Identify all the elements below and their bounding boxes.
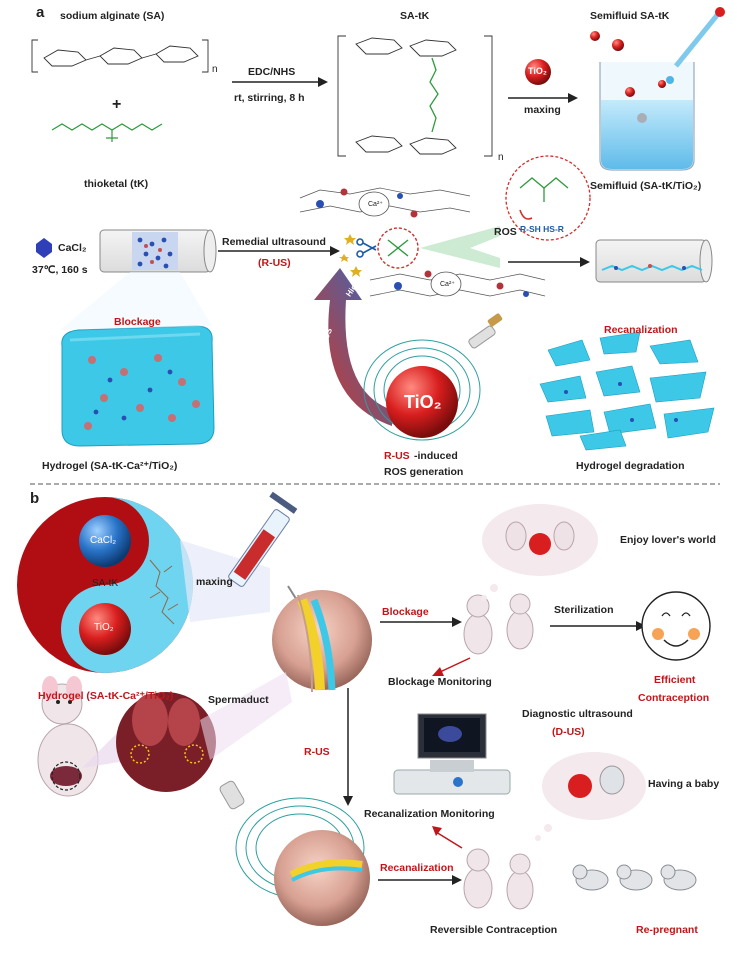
satk-label-b: SA-tK xyxy=(92,578,119,589)
maxing-label-a: maxing xyxy=(524,104,561,116)
sodium-alginate-title: sodium alginate (SA) xyxy=(60,10,165,22)
beaker-icon xyxy=(590,7,725,171)
sterilization-label: Sterilization xyxy=(554,604,614,616)
hydrogel-block xyxy=(61,325,215,447)
enjoy-lovers-label: Enjoy lover's world xyxy=(620,534,716,546)
plus-sign: + xyxy=(112,96,122,113)
hydrogel-label-a: Hydrogel (SA-tK-Ca²⁺/TiO₂) xyxy=(42,460,178,472)
reagents-label: EDC/NHS xyxy=(248,66,296,78)
thioketal-molecule xyxy=(51,123,163,142)
blocked-tube-icon xyxy=(99,229,217,273)
baby-mice-icons xyxy=(572,864,697,891)
tio2-sphere-label: TiO₂ xyxy=(404,392,442,412)
sodium-alginate-structure xyxy=(31,39,209,73)
satk-crosslink xyxy=(429,57,439,133)
semifluid-satk-label: Semifluid SA-tK xyxy=(590,10,670,22)
semifluid-tio2-label: Semifluid (SA-tK/TiO₂) xyxy=(590,180,702,192)
polymer-molecule-sketch xyxy=(149,559,179,625)
reversible-contraception-label: Reversible Contraception xyxy=(430,924,558,936)
spermaduct-sphere-top xyxy=(272,590,372,693)
recanalization-label-a: Recanalization xyxy=(604,324,678,336)
ros-generation-label: ROS generation xyxy=(384,466,464,478)
cacl2-label-b: CaCl₂ xyxy=(90,535,117,546)
efficient-label: Efficient xyxy=(654,674,696,686)
ros-spark-icons xyxy=(339,234,362,277)
rus-induced-suffix: -induced xyxy=(414,450,458,462)
maxing-label-b: maxing xyxy=(196,576,233,588)
cleavage-circle xyxy=(377,227,419,269)
spermaduct-sphere-bottom xyxy=(274,830,370,926)
scissors-icon xyxy=(356,238,377,258)
smiley-face-icon xyxy=(641,591,711,661)
rus-label-a: (R-US) xyxy=(258,257,291,269)
ca2-label-top: Ca²⁺ xyxy=(368,201,383,208)
panel-b-letter: b xyxy=(30,490,40,507)
ultrasound-machine-icon xyxy=(393,713,511,795)
sa-subscript: n xyxy=(212,64,218,75)
panel-a-letter: a xyxy=(36,4,45,21)
temp-time-label: 37℃, 160 s xyxy=(32,264,88,276)
ros-label: ROS xyxy=(494,226,517,238)
yin-yang-icon xyxy=(17,497,193,673)
cacl2-crystal-icon xyxy=(36,238,52,258)
rus-label-b: R-US xyxy=(304,746,330,758)
rus-induced-prefix: R-US xyxy=(384,450,410,462)
mice-pair-top-icon xyxy=(463,593,534,655)
cacl2-label-a: CaCl₂ xyxy=(58,242,87,254)
hydrogel-label-b: Hydrogel (SA-tK-Ca²⁺/TiO₂) xyxy=(38,690,174,702)
blockage-monitoring-label: Blockage Monitoring xyxy=(388,676,492,688)
baby-thought-cloud xyxy=(535,752,646,841)
tio2-bead-icon xyxy=(525,59,551,85)
repregnant-label: Re-pregnant xyxy=(636,924,698,936)
recanalization-monitoring-label: Recanalization Monitoring xyxy=(364,808,495,820)
ultrasound-probe-icon xyxy=(468,313,503,349)
rsh-label: R-SH HS-R xyxy=(520,224,564,234)
lovers-thought-cloud xyxy=(481,504,598,601)
contraception-label: Contraception xyxy=(638,692,710,704)
tio2-sphere xyxy=(386,366,458,438)
satk-structure xyxy=(337,35,493,157)
satk-title: SA-tK xyxy=(400,10,430,22)
recanalization-label-b: Recanalization xyxy=(380,862,454,874)
blockage-label-b: Blockage xyxy=(382,606,429,618)
probe-bottom-icon xyxy=(219,780,245,810)
tio2-bead-label: TiO₂ xyxy=(528,66,547,76)
diagnostic-ultrasound-label: Diagnostic ultrasound xyxy=(522,708,633,720)
crosslinked-network xyxy=(299,187,546,297)
degraded-hydrogel-shards xyxy=(539,331,715,451)
tio2-label-b: TiO₂ xyxy=(94,622,114,633)
ros-ray xyxy=(420,226,500,268)
mice-pair-bottom-icon xyxy=(463,848,534,910)
spermaduct-label: Spermaduct xyxy=(208,694,269,706)
remedial-ultrasound-label: Remedial ultrasound xyxy=(222,236,326,248)
thioketal-label: thioketal (tK) xyxy=(84,178,149,190)
satk-subscript: n xyxy=(498,152,504,163)
network-beads xyxy=(316,188,529,297)
having-baby-label: Having a baby xyxy=(648,778,720,790)
tissue-photo xyxy=(116,692,216,792)
recanalized-tube-icon xyxy=(595,239,713,283)
hydrogel-degradation-label: Hydrogel degradation xyxy=(576,460,685,472)
conditions-label: rt, stirring, 8 h xyxy=(234,92,305,104)
dus-label: (D-US) xyxy=(552,726,585,738)
blockage-label-a: Blockage xyxy=(114,316,161,328)
ca2-label-bottom: Ca²⁺ xyxy=(440,281,455,288)
ros-level-arrow xyxy=(314,268,392,426)
